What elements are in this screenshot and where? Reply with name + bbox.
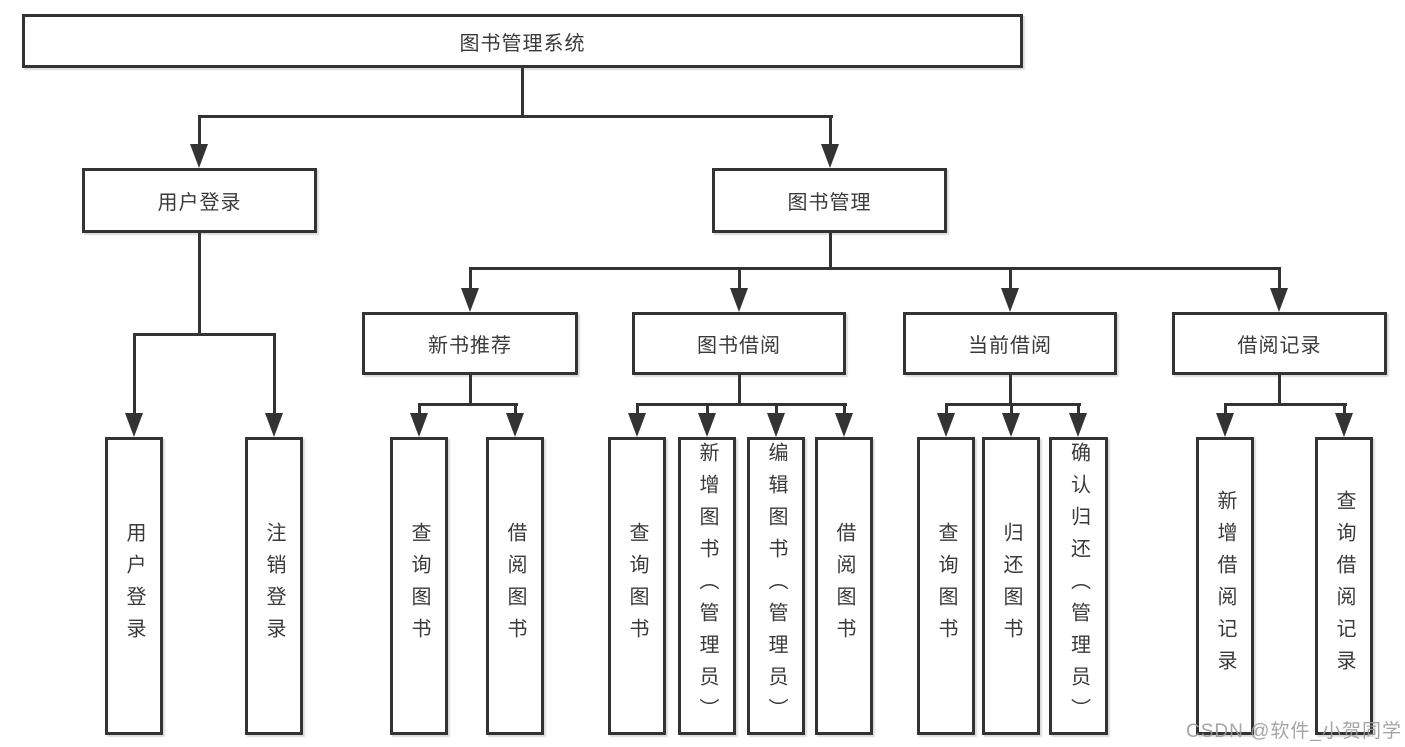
connector-book-borrow-split	[635, 403, 847, 406]
arrow-down-icon	[821, 144, 839, 168]
connector-to-leaf	[1009, 403, 1013, 417]
connector-new-book-split	[417, 403, 518, 406]
arrow-down-icon	[1001, 288, 1019, 312]
connector-user-login-split	[132, 333, 276, 336]
leaf-label: 注销登录	[263, 522, 285, 650]
node-label: 用户登录	[157, 192, 242, 214]
connector-current-borrow-split	[944, 403, 1081, 406]
node-current-borrow: 当前借阅	[903, 312, 1117, 375]
arrow-down-icon	[190, 144, 208, 168]
connector-new-book-stem	[468, 373, 472, 405]
connector-to-leaf	[132, 333, 136, 417]
watermark: CSDN @软件_小贺同学	[1186, 721, 1402, 742]
node-book-management: 图书管理	[712, 168, 947, 233]
node-label: 图书管理	[787, 192, 872, 214]
connector-book-borrow-stem	[737, 373, 741, 405]
leaf-label: 借阅图书	[504, 522, 526, 650]
leaf-query-borrow-record: 查询借阅记录	[1315, 437, 1373, 735]
connector-to-borrow-record	[1277, 267, 1281, 291]
connector-borrow-record-split	[1223, 403, 1347, 406]
node-library-management-system: 图书管理系统	[22, 14, 1023, 68]
connector-borrow-record-stem	[1277, 373, 1281, 405]
arrow-down-icon	[628, 413, 646, 437]
arrow-down-icon	[125, 413, 143, 437]
leaf-label: 借阅图书	[833, 522, 855, 650]
connector-to-new-book	[468, 267, 472, 291]
leaf-label: 新增借阅记录	[1214, 490, 1236, 682]
leaf-query-books-current: 查询图书	[917, 437, 975, 735]
connector-to-leaf	[705, 403, 709, 417]
node-label: 图书借阅	[697, 335, 781, 357]
arrow-down-icon	[506, 413, 524, 437]
leaf-label: 确认归还（管理员）	[1067, 442, 1090, 730]
leaf-query-books-recommend: 查询图书	[390, 437, 448, 735]
node-label: 图书管理系统	[459, 32, 586, 55]
arrow-down-icon	[1002, 413, 1020, 437]
leaf-label: 新增图书（管理员）	[696, 442, 718, 730]
leaf-label: 编辑图书（管理员）	[765, 442, 787, 730]
arrow-down-icon	[265, 413, 283, 437]
connector-to-leaf	[272, 333, 276, 417]
connector-to-leaf	[944, 403, 948, 417]
connector-current-borrow-stem	[1008, 373, 1012, 405]
arrow-down-icon	[1069, 413, 1087, 437]
leaf-label: 归还图书	[1000, 522, 1022, 650]
connector-to-leaf	[1342, 403, 1346, 417]
leaf-label: 用户登录	[123, 522, 145, 650]
leaf-label: 查询借阅记录	[1333, 490, 1355, 682]
leaf-borrow-books: 借阅图书	[815, 437, 873, 735]
leaf-query-books-borrow: 查询图书	[608, 437, 666, 735]
connector-to-book-management	[828, 115, 832, 147]
leaf-edit-books-admin: 编辑图书（管理员）	[747, 437, 805, 735]
leaf-add-books-admin: 新增图书（管理员）	[678, 437, 736, 735]
leaf-label: 查询图书	[935, 522, 957, 650]
leaf-borrow-books-recommend: 借阅图书	[486, 437, 544, 735]
arrow-down-icon	[767, 413, 785, 437]
leaf-user-login: 用户登录	[105, 437, 163, 735]
arrow-down-icon	[698, 413, 716, 437]
arrow-down-icon	[461, 288, 479, 312]
node-label: 借阅记录	[1237, 335, 1322, 357]
node-new-book-recommend: 新书推荐	[362, 312, 578, 375]
leaf-add-borrow-record: 新增借阅记录	[1196, 437, 1254, 735]
connector-user-login-stem	[197, 232, 201, 336]
leaf-label: 查询图书	[408, 522, 430, 650]
node-label: 当前借阅	[968, 335, 1052, 357]
connector-to-leaf	[513, 403, 517, 417]
arrow-down-icon	[1335, 413, 1353, 437]
node-user-login: 用户登录	[82, 168, 317, 233]
arrow-down-icon	[835, 413, 853, 437]
leaf-return-books: 归还图书	[982, 437, 1040, 735]
arrow-down-icon	[1216, 413, 1234, 437]
leaf-label: 查询图书	[626, 522, 648, 650]
node-borrow-record: 借阅记录	[1172, 312, 1387, 375]
connector-root-stem	[520, 67, 524, 117]
connector-to-leaf	[774, 403, 778, 417]
connector-to-current-borrow	[1008, 267, 1012, 291]
leaf-confirm-return-admin: 确认归还（管理员）	[1049, 437, 1108, 735]
connector-to-leaf	[417, 403, 421, 417]
connector-to-book-borrow	[737, 267, 741, 291]
connector-to-leaf	[842, 403, 846, 417]
node-label: 新书推荐	[428, 335, 512, 357]
connector-to-leaf	[1076, 403, 1080, 417]
leaf-logout: 注销登录	[245, 437, 303, 735]
arrow-down-icon	[410, 413, 428, 437]
connector-to-user-login	[197, 115, 201, 147]
arrow-down-icon	[730, 288, 748, 312]
node-book-borrow: 图书借阅	[632, 312, 846, 375]
connector-level3-split	[468, 267, 1281, 270]
arrow-down-icon	[937, 413, 955, 437]
connector-book-management-stem	[828, 232, 832, 270]
connector-level2-split	[197, 115, 833, 118]
connector-to-leaf	[1223, 403, 1227, 417]
connector-to-leaf	[635, 403, 639, 417]
arrow-down-icon	[1270, 288, 1288, 312]
